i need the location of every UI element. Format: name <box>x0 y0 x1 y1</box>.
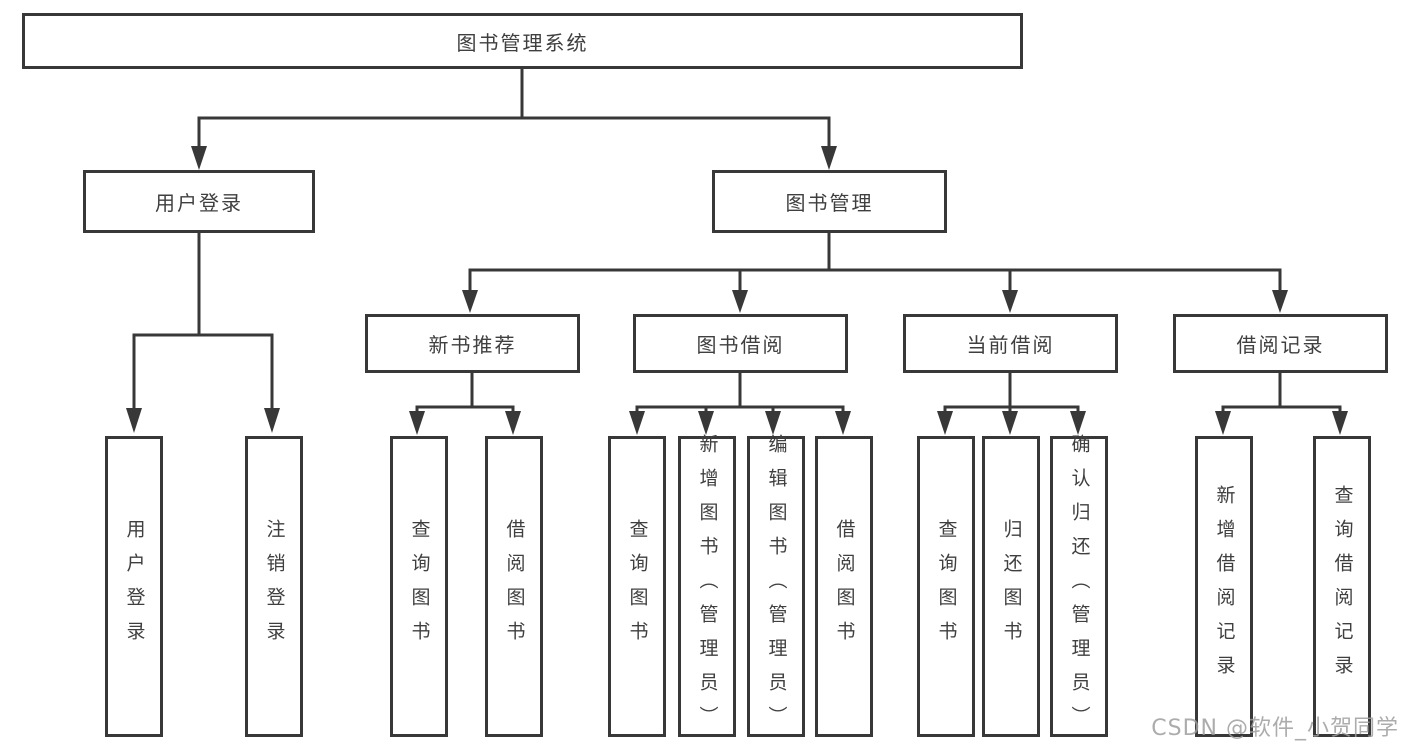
node-label: 新增借阅记录 <box>1213 484 1236 689</box>
leaf-user-login: 用户登录 <box>105 436 163 737</box>
leaf-return-books: 归还图书 <box>982 436 1040 737</box>
leaf-query-books-recommend: 查询图书 <box>390 436 448 737</box>
arrow-down-icon <box>732 290 748 313</box>
arrow-down-icon <box>1332 411 1348 435</box>
node-borrowing-records: 借阅记录 <box>1173 314 1388 373</box>
arrow-down-icon <box>1002 411 1018 435</box>
arrow-down-icon <box>1215 411 1231 435</box>
arrow-down-icon <box>505 411 521 435</box>
node-label: 查询图书 <box>935 518 958 655</box>
arrow-down-icon <box>1272 290 1288 313</box>
arrow-down-icon <box>835 411 851 435</box>
node-label: 图书借阅 <box>696 333 785 357</box>
arrow-down-icon <box>1070 411 1086 435</box>
node-label: 注销登录 <box>263 518 286 655</box>
csdn-watermark: CSDN @软件_小贺同学 <box>1151 716 1399 741</box>
node-current-borrowing: 当前借阅 <box>903 314 1118 373</box>
leaf-query-books-borrowing: 查询图书 <box>608 436 666 737</box>
arrow-down-icon <box>191 146 207 170</box>
leaf-add-borrow-record: 新增借阅记录 <box>1195 436 1253 737</box>
leaf-edit-books-admin: 编辑图书（管理员） <box>747 433 805 740</box>
node-label: 当前借阅 <box>966 333 1055 357</box>
node-library-management-system: 图书管理系统 <box>22 13 1023 69</box>
arrow-down-icon <box>698 411 714 435</box>
arrow-down-icon <box>1002 290 1018 313</box>
leaf-logout: 注销登录 <box>245 436 303 737</box>
node-label: 借阅图书 <box>503 518 526 655</box>
node-book-borrowing: 图书借阅 <box>633 314 848 373</box>
node-label: 用户登录 <box>123 518 146 655</box>
leaf-borrow-books-borrowing: 借阅图书 <box>815 436 873 737</box>
leaf-query-books-current: 查询图书 <box>917 436 975 737</box>
arrow-down-icon <box>937 411 953 435</box>
leaf-confirm-return-admin: 确认归还（管理员） <box>1050 433 1108 740</box>
node-label: 借阅记录 <box>1236 333 1325 357</box>
node-new-book-recommendation: 新书推荐 <box>365 314 580 373</box>
node-label: 查询图书 <box>626 518 649 655</box>
arrow-down-icon <box>629 411 645 435</box>
node-label: 图书管理 <box>785 191 874 215</box>
arrow-down-icon <box>409 411 425 435</box>
node-label: 确认归还（管理员） <box>1068 433 1091 740</box>
leaf-borrow-books-recommend: 借阅图书 <box>485 436 543 737</box>
node-user-login: 用户登录 <box>83 170 315 233</box>
arrow-down-icon <box>462 290 478 313</box>
node-label: 新书推荐 <box>428 333 517 357</box>
node-label: 归还图书 <box>1000 518 1023 655</box>
arrow-down-icon <box>821 146 837 170</box>
node-label: 查询图书 <box>408 518 431 655</box>
arrow-down-icon <box>765 411 781 435</box>
node-label: 借阅图书 <box>833 518 856 655</box>
node-label: 编辑图书（管理员） <box>765 433 788 740</box>
leaf-add-books-admin: 新增图书（管理员） <box>678 433 736 740</box>
leaf-query-borrow-record: 查询借阅记录 <box>1313 436 1371 737</box>
node-label: 用户登录 <box>155 191 243 215</box>
node-book-management: 图书管理 <box>712 170 947 233</box>
node-label: 新增图书（管理员） <box>696 433 719 740</box>
node-label: 图书管理系统 <box>456 30 589 55</box>
arrow-down-icon <box>264 408 280 433</box>
node-label: 查询借阅记录 <box>1331 484 1354 689</box>
arrow-down-icon <box>126 408 142 433</box>
